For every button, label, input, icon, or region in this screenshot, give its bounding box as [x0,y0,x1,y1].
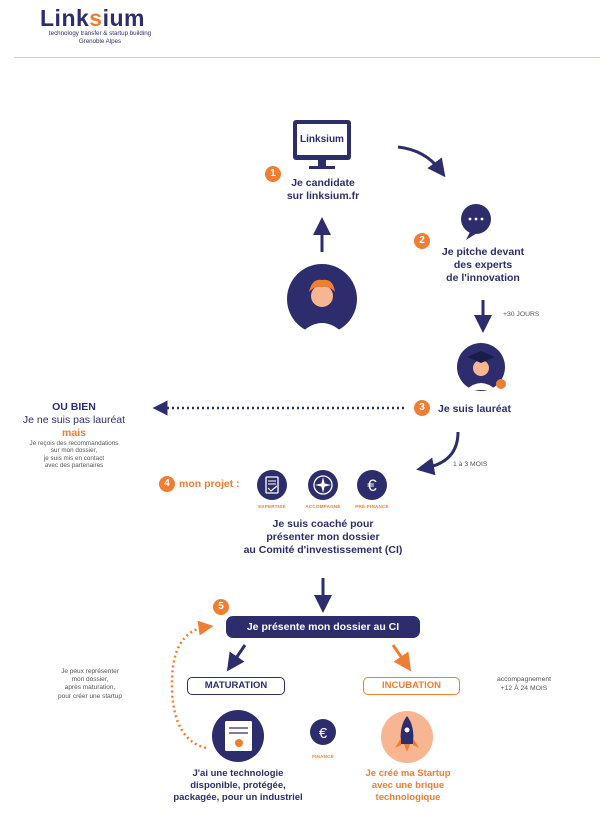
step-4-text: Je suis coaché pour présenter mon dossie… [223,518,423,557]
alt-desc-1: Je reçois des recommandations [29,440,119,447]
alt-desc-4: avec des partenaires [44,462,104,470]
startup-line2: avec une brique [371,780,445,791]
financing-label: FINANCÉ [312,754,334,759]
step-4-line2: présenter mon dossier [266,531,380,543]
step-4-badge: 4 [159,476,175,492]
timing-1-3-months: 1 à 3 MOIS [453,461,488,468]
arrow-1-to-2 [397,145,446,178]
loop-note: Je peux représenter mon dossier, après m… [40,668,140,701]
speech-bubble-icon [461,204,491,240]
tagline-line2: Grenoble Alpes [78,37,122,45]
logo-text: Linksium [40,5,160,32]
loop-note-2: mon dossier, [71,676,109,684]
logo: Linksium technology transfer & startup b… [40,5,160,45]
step-4-line3: au Comité d'investissement (CI) [243,544,403,556]
tagline-line1: technology transfer & startup building [48,30,152,37]
step-5-badge: 5 [213,599,229,615]
alt-desc-2: sur mon dossier, [50,447,98,455]
label-prefinance: PRÉ-FINANCÉ [355,504,389,509]
logo-mid: s [89,5,103,31]
label-accompagne: ACCOMPAGNÉ [305,504,341,509]
alt-panel: OU BIEN Je ne suis pas lauréat mais Je r… [14,401,134,470]
header-divider [14,57,600,58]
alt-title: OU BIEN [52,401,96,413]
step-1-badge: 1 [265,166,281,182]
step-3-badge: 3 [414,400,430,416]
laureate-avatar-icon [457,343,506,391]
compass-icon [308,470,338,500]
startup-line3: technologique [375,792,441,803]
timing-30-days: +30 JOURS [503,311,540,318]
technology-line2: disponible, protégée, [190,780,286,791]
step-2-line1: Je pitche devant [441,246,525,258]
step-3-text: Je suis lauréat [438,403,511,415]
alt-but: mais [62,427,86,439]
document-check-icon [257,470,287,500]
svg-text:€: € [319,725,328,742]
loop-note-1: Je peux représenter [61,668,119,675]
technology-line3: packagée, pour un industriel [173,792,303,803]
step-2-line2: des experts [453,259,513,271]
certificate-icon [212,710,264,762]
step-1-text: Je candidate sur linksium.fr [268,177,378,203]
rocket-icon [381,711,433,763]
euro-icon: € [357,470,387,500]
incubation-note: accompagnement +12 À 24 MOIS [480,676,568,693]
incubation-note-1: accompagnement [496,676,552,683]
logo-suffix: ium [102,5,145,31]
incubation-note-2: +12 À 24 MOIS [500,684,548,692]
maturation-box: MATURATION [187,677,285,695]
label-expertise: EXPERTISÉ [258,504,286,509]
arrow-3-to-4 [416,431,460,476]
step-2-line3: de l'innovation [446,272,520,284]
financing-euro-icon: € [310,719,336,745]
step-2-text: Je pitche devant des experts de l'innova… [418,246,548,285]
technology-line1: J'ai une technologie [192,768,284,779]
arrow-to-maturation [226,644,247,672]
monitor-screen-logo: Linksium [300,134,344,145]
technology-caption: J'ai une technologie disponible, protégé… [153,768,323,804]
step-1-line2: sur linksium.fr [286,190,360,202]
ci-presentation-bar: Je présente mon dossier au CI [226,616,420,638]
step-4-line1: Je suis coaché pour [272,518,374,530]
incubation-box: INCUBATION [363,677,460,695]
alt-not-laureate: Je ne suis pas lauréat [22,414,126,426]
loop-note-4: pour créer une startup [58,692,122,700]
step-1-line1: Je candidate [291,177,355,189]
logo-prefix: Link [40,5,90,31]
arrow-to-incubation [391,644,412,672]
step-4-label: mon projet : [179,478,240,490]
step-2-badge: 2 [414,233,430,249]
monitor-icon [293,120,351,169]
startup-line1: Je créé ma Startup [365,768,451,779]
candidate-avatar-icon [287,264,357,334]
startup-caption: Je créé ma Startup avec une brique techn… [343,768,473,804]
loop-note-3: après maturation, [64,684,116,692]
alt-desc-3: je suis mis en contact [43,454,105,462]
svg-text:€: € [367,476,377,495]
